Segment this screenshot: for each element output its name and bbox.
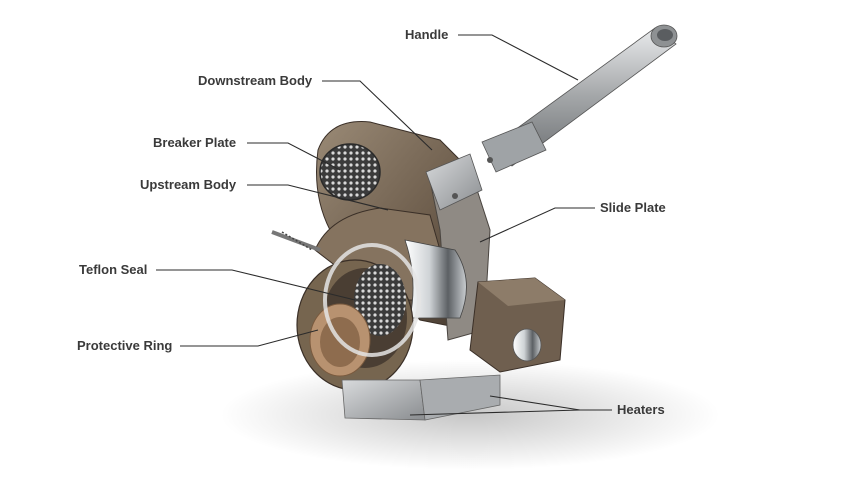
- right-heater-block: [469, 277, 566, 373]
- handle-part: [481, 24, 678, 173]
- label-breaker-plate: Breaker Plate: [153, 135, 237, 150]
- bottom-heaters-part: [341, 374, 501, 421]
- teflon-seal-part: [323, 243, 421, 357]
- leader-slide-plate: [479, 207, 595, 243]
- label-protective-ring: Protective Ring: [77, 338, 173, 353]
- label-upstream-body: Upstream Body: [140, 177, 237, 192]
- breaker-plate-part: [319, 143, 381, 201]
- leader-heaters-2: [409, 409, 612, 416]
- leader-protective-ring: [180, 329, 319, 347]
- label-downstream-body: Downstream Body: [198, 73, 313, 88]
- label-teflon-seal: Teflon Seal: [79, 262, 148, 277]
- label-handle: Handle: [405, 27, 449, 42]
- leader-upstream-body: [247, 184, 389, 211]
- spring-part: [271, 230, 321, 252]
- leader-teflon-seal: [156, 269, 356, 301]
- label-slide-plate: Slide Plate: [600, 200, 666, 215]
- leader-downstream-body: [322, 80, 433, 151]
- leader-handle: [458, 34, 579, 81]
- leader-breaker-plate: [247, 142, 341, 171]
- protective-ring-part: [296, 259, 414, 391]
- label-heaters: Heaters: [617, 402, 665, 417]
